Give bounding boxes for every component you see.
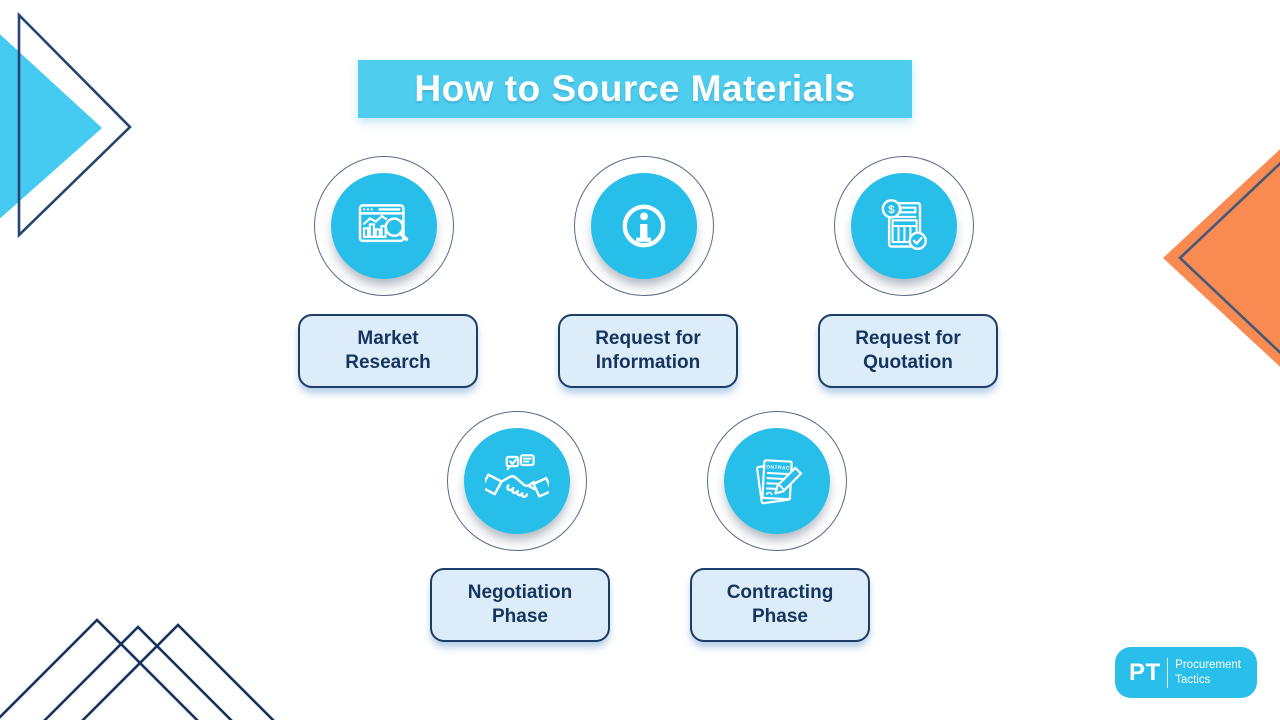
info-icon (622, 204, 666, 248)
label-line: Quotation (863, 352, 953, 373)
step-badge-contracting: CONTRACT (707, 411, 847, 551)
badge-circle (591, 173, 697, 279)
navy-outline-triangle-topleft (17, 11, 132, 239)
navy-peak-2 (43, 625, 233, 720)
cyan-triangle (0, 34, 102, 219)
contract-icon: CONTRACT (756, 459, 803, 505)
logo-monogram: PT (1129, 658, 1161, 686)
logo-name-line2: Tactics (1175, 673, 1211, 686)
label-line: Contracting (726, 581, 834, 603)
label-line: Negotiation (467, 581, 573, 603)
label-line: Phase (492, 606, 548, 627)
badge-circle (331, 173, 437, 279)
market-research-icon (358, 204, 409, 243)
logo-name: Procurement Tactics (1175, 658, 1241, 688)
step-label-negotiation: Negotiation Phase (430, 568, 610, 642)
title-bar: How to Source Materials (358, 60, 912, 118)
label-line: Phase (752, 606, 808, 627)
label-line: Request for (595, 327, 701, 349)
badge-circle: $ (851, 173, 957, 279)
step-label-market-research: Market Research (298, 314, 478, 388)
step-badge-market-research (314, 156, 454, 296)
step-label-contracting: Contracting Phase (690, 568, 870, 642)
procurement-tactics-logo: PT Procurement Tactics (1115, 647, 1257, 698)
badge-circle (464, 428, 570, 534)
step-label-request-quotation: Request for Quotation (818, 314, 998, 388)
label-line: Information (595, 352, 701, 373)
handshake-icon (485, 454, 549, 498)
orange-diamond (1163, 149, 1280, 367)
step-badge-request-quotation: $ (834, 156, 974, 296)
label-line: Request for (855, 327, 961, 349)
navy-outline-diamond-right (1178, 161, 1280, 355)
logo-name-line1: Procurement (1175, 658, 1242, 671)
quotation-icon: $ (881, 199, 927, 251)
logo-divider (1166, 657, 1169, 688)
navy-peak-1 (0, 618, 199, 720)
navy-peak-3 (81, 623, 275, 720)
page-title: How to Source Materials (414, 68, 856, 109)
step-badge-request-information (574, 156, 714, 296)
badge-circle: CONTRACT (724, 428, 830, 534)
dollar-glyph: $ (888, 204, 895, 216)
label-line: Market (357, 327, 419, 349)
step-badge-negotiation (447, 411, 587, 551)
label-line: Research (345, 352, 431, 373)
contract-heading-glyph: CONTRACT (762, 464, 793, 472)
step-label-request-information: Request for Information (558, 314, 738, 388)
